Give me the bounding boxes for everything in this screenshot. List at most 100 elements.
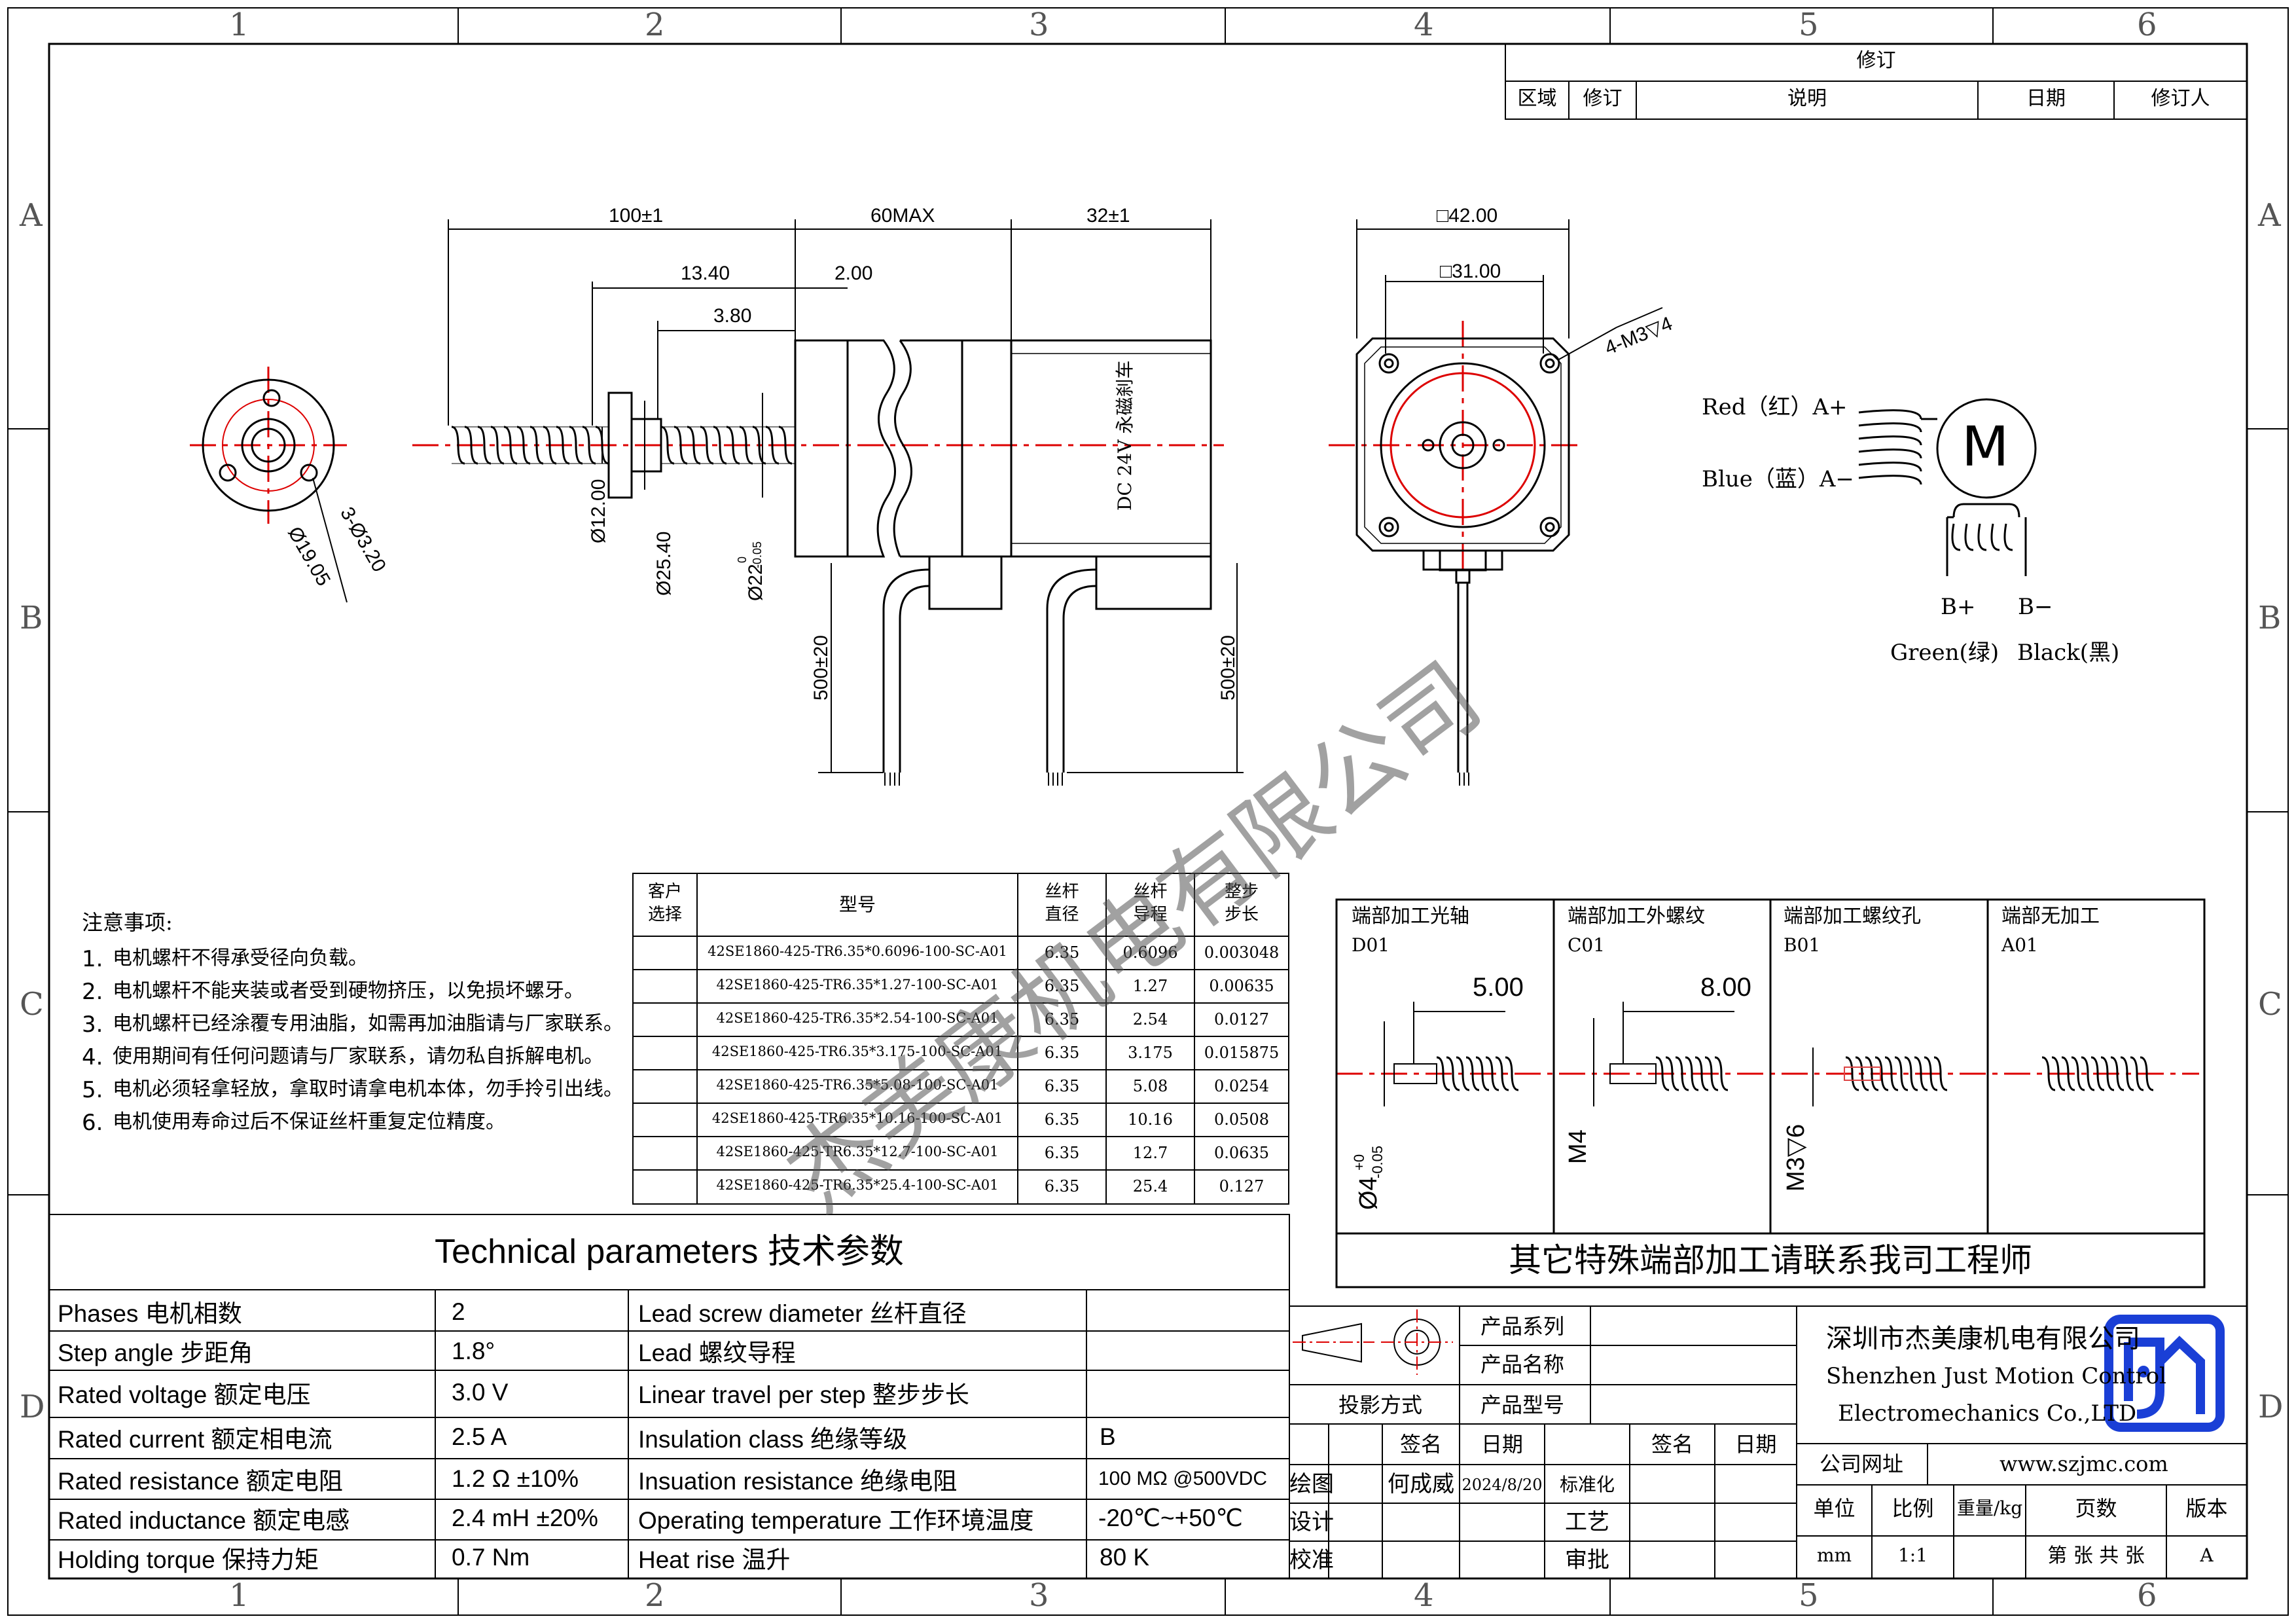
tech-right-value-5: 100 MΩ @500VDC bbox=[1098, 1468, 1267, 1489]
tb-company-cn: 深圳市杰美康机电有限公司 bbox=[1826, 1324, 2140, 1354]
model-cell: 0.003048 bbox=[1204, 943, 1280, 962]
brake-label: DC 24V 永磁刹车 bbox=[1114, 360, 1136, 511]
model-cell: 42SE1860-425-TR6.35*25.4-100-SC-A01 bbox=[716, 1177, 999, 1193]
tb-standard: 标准化 bbox=[1559, 1474, 1615, 1495]
wire-black-label: Black(黑) bbox=[2017, 640, 2120, 666]
tb-design: 设计 bbox=[1289, 1509, 1334, 1535]
zone-label-row-a-left: A bbox=[20, 197, 43, 234]
zone-ticks bbox=[8, 8, 2288, 1615]
tech-right-value-7: 80 K bbox=[1100, 1544, 1150, 1571]
motor-symbol-label: M bbox=[1962, 414, 2009, 479]
end-a01-code: A01 bbox=[2001, 934, 2038, 956]
tb-drawn: 绘图 bbox=[1289, 1471, 1334, 1497]
zone-label-col-6-top: 6 bbox=[2137, 7, 2157, 43]
zone-label-col-5-top: 5 bbox=[1799, 7, 1819, 43]
tech-right-label-4: Insulation class 绝缘等级 bbox=[638, 1426, 908, 1453]
tech-left-value-2: 1.8° bbox=[452, 1338, 495, 1364]
tech-right-label-2: Lead 螺纹导程 bbox=[638, 1340, 796, 1366]
end-b01-side: M3▽6 bbox=[1782, 1123, 1810, 1192]
tech-left-value-7: 0.7 Nm bbox=[452, 1544, 530, 1571]
wire-red-label: Red（红）A+ bbox=[1702, 394, 1848, 420]
model-header-step: 整步 步长 bbox=[1224, 882, 1259, 925]
tb-date2: 日期 bbox=[1734, 1432, 1777, 1457]
tb-process: 工艺 bbox=[1565, 1509, 1609, 1535]
tb-company-en2: Electromechanics Co.,LTD bbox=[1838, 1400, 2137, 1427]
zone-label-col-4-top: 4 bbox=[1414, 7, 1434, 43]
dim-phi25: Ø25.40 bbox=[653, 531, 675, 596]
tb-drawn-date: 2024/8/20 bbox=[1462, 1476, 1543, 1494]
model-cell: 25.4 bbox=[1132, 1177, 1168, 1195]
end-d01-dim: 5.00 bbox=[1473, 973, 1524, 1002]
tech-right-label-1: Lead screw diameter 丝杆直径 bbox=[638, 1300, 967, 1327]
model-table-lines bbox=[632, 873, 1289, 1205]
model-cell: 0.00635 bbox=[1209, 977, 1274, 995]
tb-website: www.szjmc.com bbox=[2000, 1451, 2168, 1476]
end-c01-dim: 8.00 bbox=[1700, 973, 1751, 1002]
model-cell: 12.7 bbox=[1132, 1144, 1168, 1162]
tech-right-value-6: -20℃~+50℃ bbox=[1098, 1504, 1243, 1531]
model-cell: 6.35 bbox=[1044, 1044, 1080, 1062]
dim-3-80: 3.80 bbox=[713, 305, 752, 327]
notes-title: 注意事项: bbox=[82, 910, 173, 935]
tech-left-label-2: Step angle 步距角 bbox=[58, 1340, 253, 1366]
tb-sign2: 签名 bbox=[1651, 1432, 1693, 1457]
model-cell: 6.35 bbox=[1044, 1077, 1080, 1095]
tech-left-label-4: Rated current 额定相电流 bbox=[58, 1426, 332, 1453]
model-cell: 6.35 bbox=[1044, 1177, 1080, 1195]
zone-label-col-3-bottom: 3 bbox=[1029, 1577, 1049, 1614]
dim-phi22-tol-upper: 0 bbox=[736, 556, 749, 563]
tech-right-label-6: Operating temperature 工作环境温度 bbox=[638, 1507, 1034, 1534]
dim-sq31: □31.00 bbox=[1440, 261, 1501, 282]
wire-green-label: Green(绿) bbox=[1890, 640, 2000, 666]
dim-13-40: 13.40 bbox=[681, 263, 730, 284]
model-cell: 6.35 bbox=[1044, 1110, 1080, 1129]
side-view-dimension-lines bbox=[448, 219, 1244, 773]
dim-phi22: Ø22 bbox=[745, 564, 766, 601]
model-cell: 42SE1860-425-TR6.35*5.08-100-SC-A01 bbox=[716, 1077, 999, 1093]
note-3-text: 电机螺杆已经涂覆专用油脂，如需再加油脂请与厂家联系。 bbox=[113, 1012, 623, 1035]
title-block-lines bbox=[1289, 1305, 2248, 1579]
tb-check: 校准 bbox=[1289, 1547, 1334, 1573]
tech-right-label-3: Linear travel per step 整步步长 bbox=[638, 1381, 969, 1408]
end-c01-title: 端部加工外螺纹 bbox=[1568, 905, 1705, 928]
note-1-number: 1. bbox=[82, 946, 103, 972]
tech-right-label-5: Insuation resistance 绝缘电阻 bbox=[638, 1468, 958, 1495]
tb-product-model: 产品型号 bbox=[1480, 1393, 1565, 1417]
tb-pages: 页数 bbox=[2075, 1496, 2117, 1521]
model-cell: 1.27 bbox=[1132, 977, 1168, 995]
note-4-number: 4. bbox=[82, 1044, 103, 1070]
zone-label-row-d-right: D bbox=[2258, 1389, 2284, 1425]
model-cell: 10.16 bbox=[1128, 1110, 1173, 1129]
note-5-number: 5. bbox=[82, 1077, 103, 1103]
wire-b-plus-label: B+ bbox=[1941, 594, 1976, 620]
model-cell: 42SE1860-425-TR6.35*3.175-100-SC-A01 bbox=[711, 1044, 1003, 1059]
tb-product-name: 产品名称 bbox=[1480, 1352, 1565, 1377]
tech-right-value-4: B bbox=[1100, 1423, 1116, 1450]
zone-label-row-c-left: C bbox=[20, 986, 44, 1023]
model-cell: 0.015875 bbox=[1204, 1044, 1280, 1062]
note-4-text: 使用期间有任何问题请与厂家联系，请勿私自拆解电机。 bbox=[113, 1045, 603, 1068]
model-cell: 42SE1860-425-TR6.35*0.6096-100-SC-A01 bbox=[708, 943, 1007, 959]
tb-scale: 比例 bbox=[1892, 1496, 1934, 1521]
dim-overall: 100±1 bbox=[609, 205, 664, 227]
end-d01-title: 端部加工光轴 bbox=[1352, 905, 1469, 928]
revision-header-date: 日期 bbox=[2026, 87, 2066, 110]
revision-header-rev: 修订 bbox=[1583, 87, 1623, 110]
end-machining-lines bbox=[1335, 898, 2206, 1288]
zone-label-row-a-right: A bbox=[2258, 197, 2281, 234]
model-cell: 6.35 bbox=[1044, 977, 1080, 995]
model-cell: 3.175 bbox=[1128, 1044, 1173, 1062]
dim-phi22-tol-lower: -0.05 bbox=[751, 541, 764, 568]
wire-b-minus-label: B− bbox=[2018, 594, 2053, 620]
revision-header-desc: 说明 bbox=[1787, 87, 1827, 110]
model-header-model: 型号 bbox=[838, 894, 876, 915]
zone-label-col-4-bottom: 4 bbox=[1414, 1577, 1434, 1614]
note-1-text: 电机螺杆不得承受径向负载。 bbox=[113, 947, 368, 970]
end-d01-tol-upper: +0 bbox=[1351, 1154, 1367, 1171]
tb-pages-value: 第 张 共 张 bbox=[2047, 1544, 2145, 1567]
wire-blue-label: Blue（蓝）A− bbox=[1702, 466, 1854, 492]
end-b01-title: 端部加工螺纹孔 bbox=[1784, 905, 1921, 928]
model-cell: 0.127 bbox=[1219, 1177, 1265, 1195]
tb-sign: 签名 bbox=[1399, 1432, 1442, 1457]
